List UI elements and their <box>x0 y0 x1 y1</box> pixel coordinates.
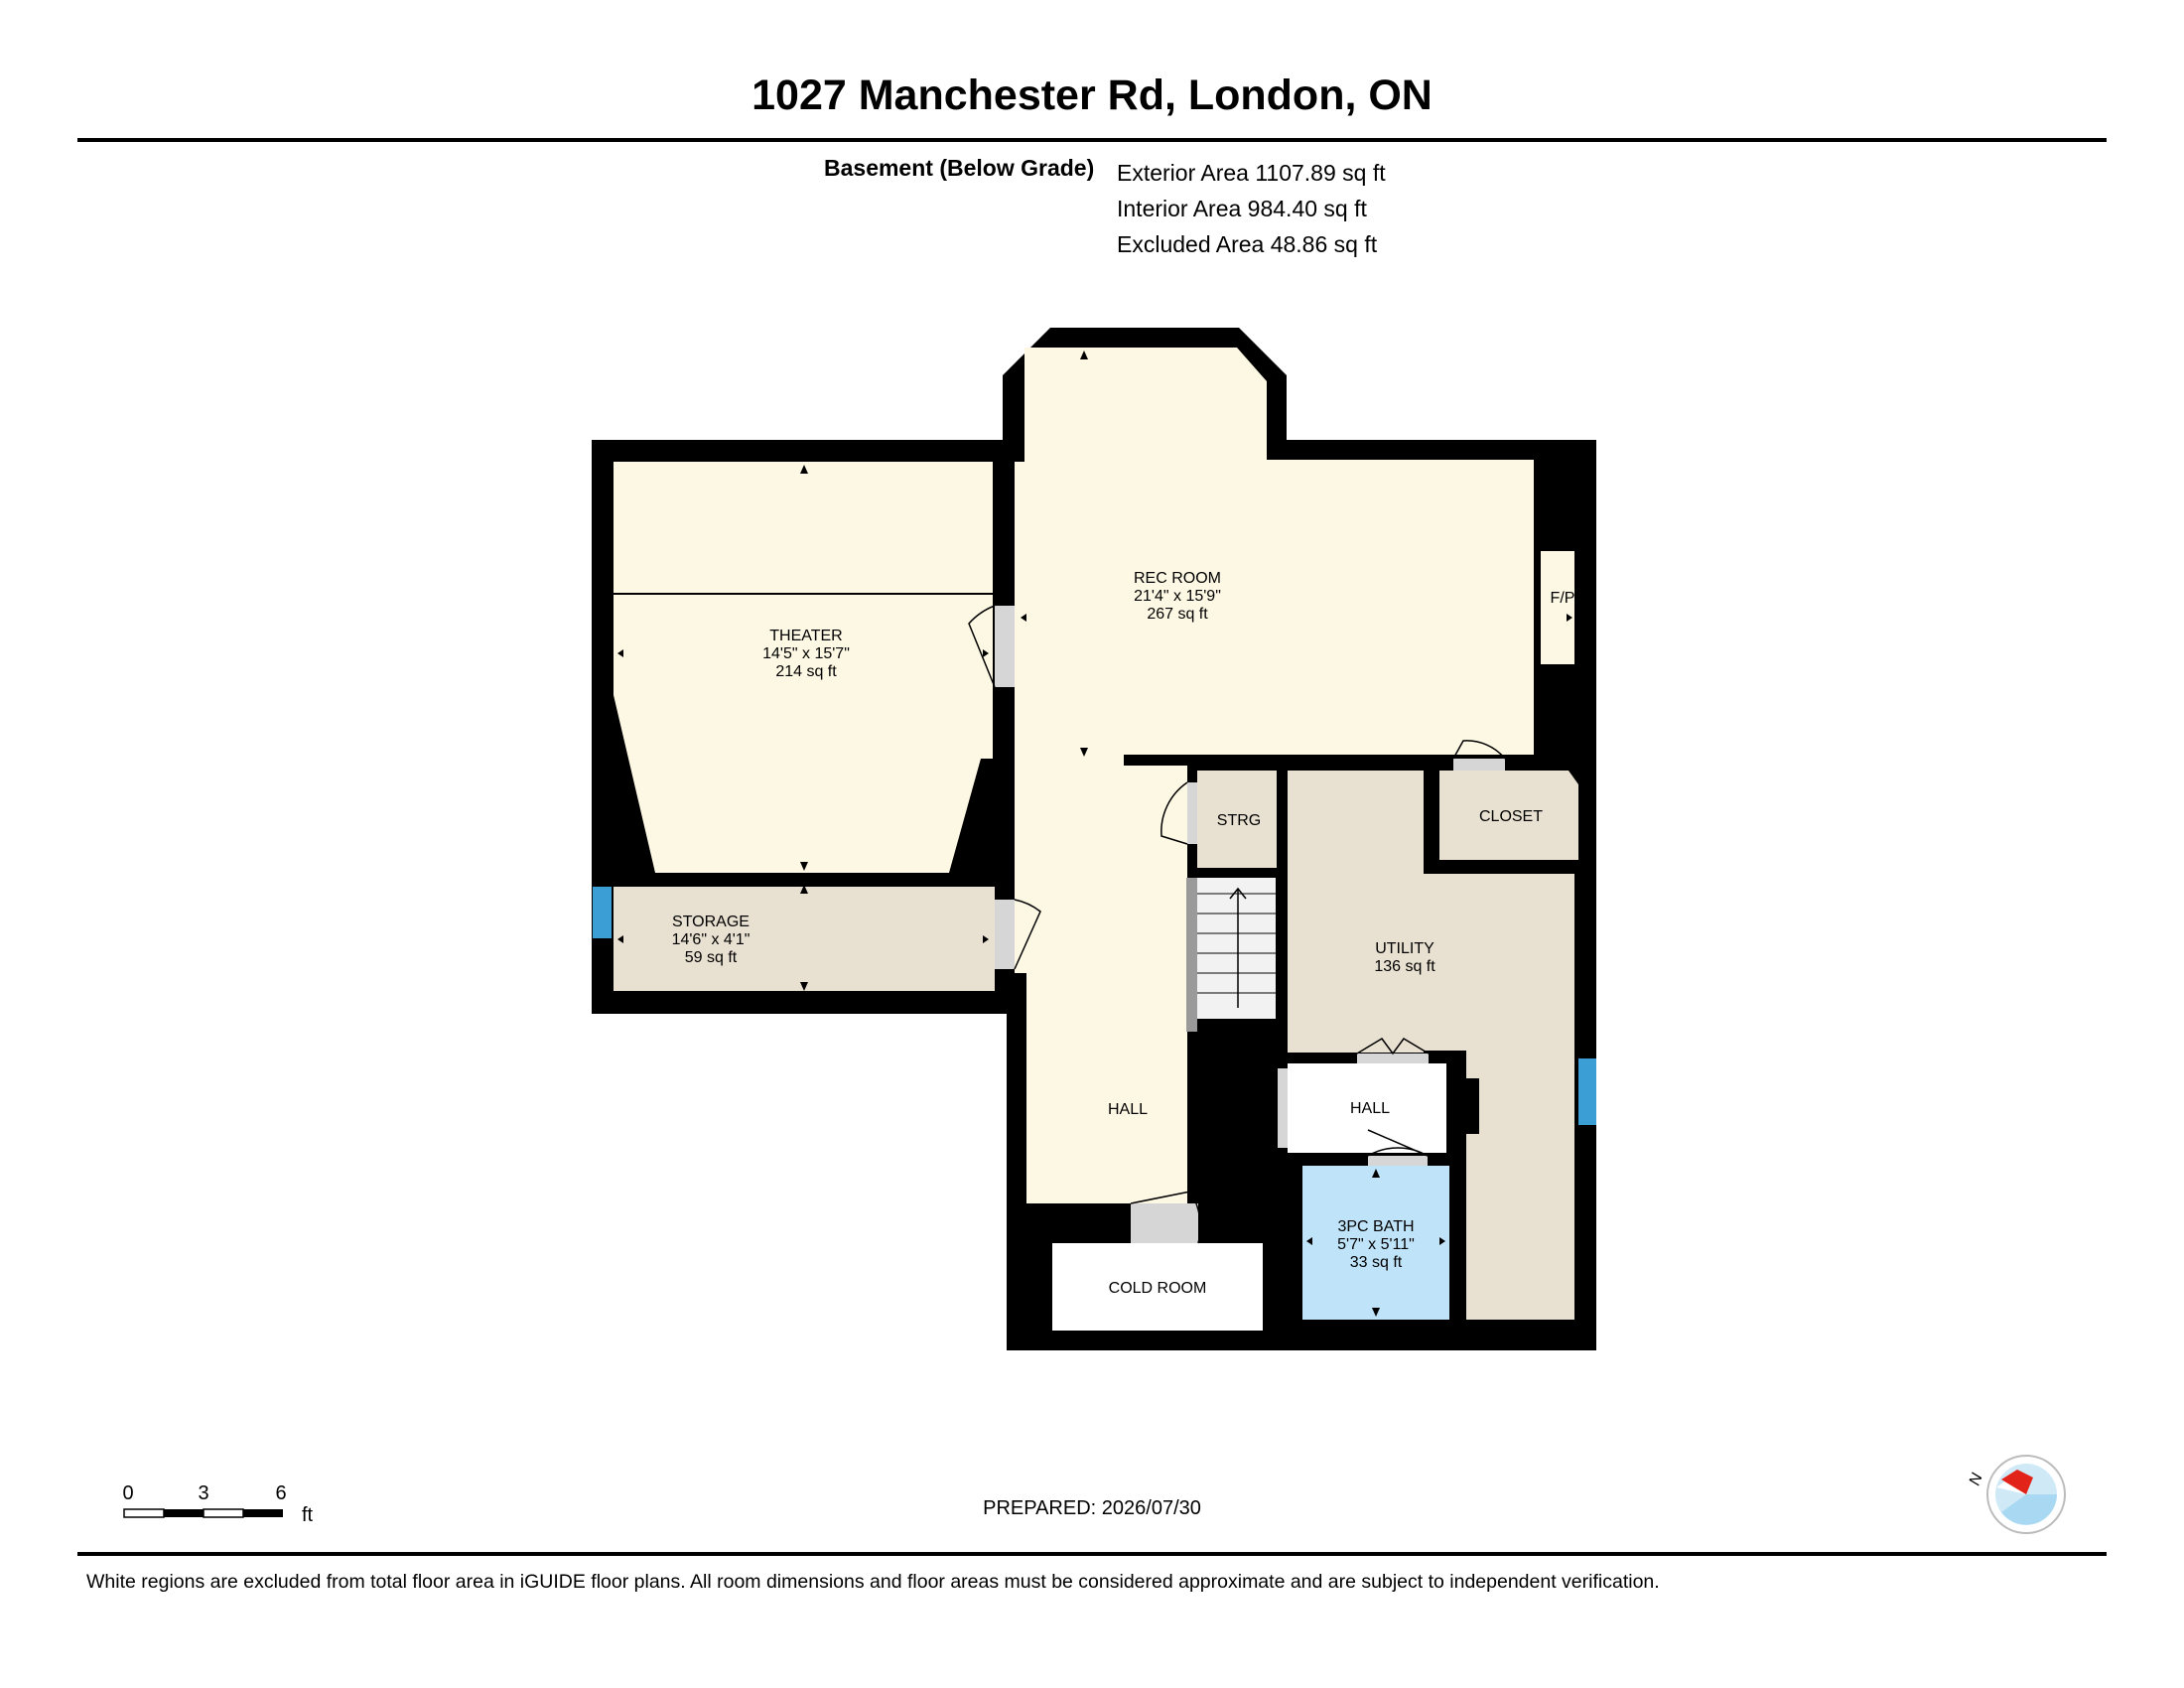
storage-area: 59 sq ft <box>685 949 738 966</box>
prepared-date: PREPARED: 2026/07/30 <box>983 1497 1201 1519</box>
scale-unit: ft <box>302 1504 314 1526</box>
bath-floor <box>1302 1166 1449 1320</box>
dimension-arrows <box>617 351 1572 1317</box>
theater-name: THEATER <box>769 628 842 644</box>
theater-floor <box>614 462 993 873</box>
strg-floor <box>1197 771 1277 868</box>
theater-area: 214 sq ft <box>775 663 837 680</box>
stairs-label: UP <box>1228 1036 1250 1053</box>
utility-floor <box>1288 771 1574 1320</box>
rec-room-area: 267 sq ft <box>1147 606 1208 623</box>
rec-room-floor <box>1015 348 1534 1203</box>
compass-north-label: N <box>1967 1471 1986 1487</box>
utility-name: UTILITY <box>1375 940 1434 957</box>
small-hall-floor <box>1288 1063 1446 1153</box>
closet-floor <box>1439 771 1578 860</box>
theater-dims: 14'5" x 15'7" <box>762 645 850 662</box>
rec-room-name: REC ROOM <box>1134 570 1221 587</box>
fireplace-label: F/P <box>1551 590 1575 607</box>
bath-area: 33 sq ft <box>1350 1254 1403 1271</box>
fireplace <box>1541 551 1574 664</box>
bath-dims: 5'7" x 5'11" <box>1337 1236 1415 1253</box>
storage-name: STORAGE <box>672 914 750 930</box>
area-summary: Exterior Area 1107.89 sq ft Interior Are… <box>1117 155 1386 262</box>
utility-window <box>1578 1058 1596 1125</box>
stairs <box>1186 878 1276 1032</box>
storage-floor <box>614 887 995 991</box>
scale-bar: 0 3 6 ft <box>122 1482 314 1526</box>
scale-tick-0: 0 <box>122 1482 133 1504</box>
hall-wall-nub <box>1457 1078 1479 1134</box>
compass-icon: N <box>1967 1455 2066 1534</box>
bath-name: 3PC BATH <box>1337 1218 1414 1235</box>
strg-label: STRG <box>1217 812 1261 829</box>
rec-room-dims: 21'4" x 15'9" <box>1134 588 1221 605</box>
main-hall-label: HALL <box>1108 1101 1148 1118</box>
doors <box>968 605 1506 1244</box>
small-hall-label: HALL <box>1350 1100 1390 1117</box>
cold-room-floor <box>1052 1243 1263 1331</box>
disclaimer-text: White regions are excluded from total fl… <box>86 1571 1660 1593</box>
interior-area: Interior Area 984.40 sq ft <box>1117 196 1367 221</box>
excluded-area: Excluded Area 48.86 sq ft <box>1117 231 1378 257</box>
scale-tick-6: 6 <box>275 1482 286 1504</box>
scale-tick-3: 3 <box>198 1482 208 1504</box>
floor-label: Basement (Below Grade) <box>824 155 1095 181</box>
footer-divider <box>77 1552 2107 1556</box>
page-title: 1027 Manchester Rd, London, ON <box>751 71 1433 119</box>
exterior-area: Exterior Area 1107.89 sq ft <box>1117 160 1386 186</box>
header-divider <box>77 138 2107 142</box>
cold-room-label: COLD ROOM <box>1109 1280 1207 1297</box>
closet-label: CLOSET <box>1479 808 1543 825</box>
storage-window <box>593 887 612 938</box>
utility-area: 136 sq ft <box>1374 958 1435 975</box>
storage-dims: 14'6" x 4'1" <box>672 931 751 948</box>
